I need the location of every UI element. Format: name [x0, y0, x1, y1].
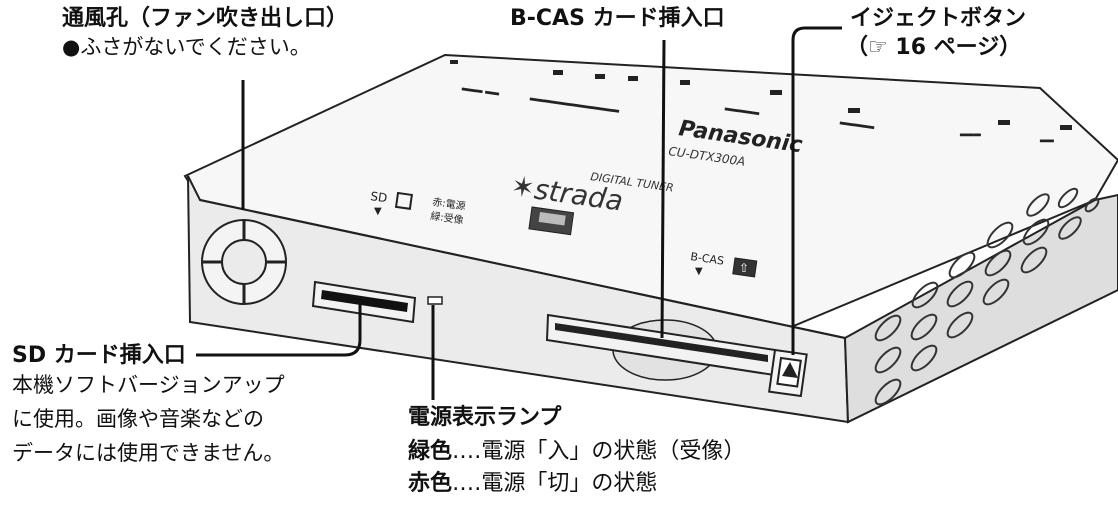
- bcas-card-slot[interactable]: [545, 313, 777, 381]
- eject-callout-title: イジェクトボタン: [850, 6, 1027, 31]
- svg-text:▂▂▂: ▂▂▂: [959, 127, 982, 137]
- sd-card-slot[interactable]: [311, 280, 417, 324]
- sd-callout-title: SD カード挿入口: [12, 343, 186, 368]
- sd-top-label: SD: [370, 189, 389, 205]
- tv-panel-icon: [528, 206, 575, 236]
- leader-lines: [196, 26, 842, 400]
- sd-card-icon: [394, 191, 413, 210]
- sd-callout-desc-line1: 本機ソフトバージョンアップ: [12, 373, 285, 397]
- red-label: 赤色: [408, 471, 453, 496]
- power-lamp-red-line: 赤色‥‥電源「切」の状態: [408, 470, 657, 498]
- green-desc: ‥‥電源「入」の状態（受像）: [452, 439, 746, 464]
- side-vent-slots: [874, 187, 1100, 406]
- bcas-callout-title: B-CAS カード挿入口: [510, 6, 725, 31]
- svg-text:▼: ▼: [695, 266, 703, 277]
- eject-button[interactable]: [768, 348, 808, 398]
- svg-text:▼: ▼: [374, 206, 382, 217]
- bcas-card-icon: [732, 257, 758, 278]
- vent-callout-title: 通風孔（ファン吹き出し口）: [62, 6, 349, 31]
- sd-callout-desc-line3: データには使用できません。: [12, 441, 285, 465]
- device-side-face: [843, 193, 1118, 424]
- sd-callout-desc-line2: に使用。画像や音楽などの: [12, 407, 264, 431]
- bcas-top-label: B-CAS: [690, 250, 725, 268]
- svg-text:⇧: ⇧: [739, 261, 749, 275]
- power-lamp: [427, 296, 443, 305]
- red-desc: ‥‥電源「切」の状態: [452, 471, 658, 496]
- power-lamp-callout-title: 電源表示ランプ: [408, 405, 562, 430]
- eject-callout-ref: （☞ 16 ページ）: [846, 35, 1022, 60]
- svg-text:▂▂: ▂▂: [1039, 133, 1055, 143]
- green-label: 緑色: [408, 439, 453, 464]
- tuner-unit: ▂▂▂ ▂▂ ▂▂▂▂▂▂▂▂▂▂▂▂▂ ▂▂▂▂▂ ▂▂▂▂▂ ▂▂▂ ▂▂ …: [183, 53, 1118, 424]
- vent-callout-note: ●ふさがないでください。: [62, 35, 311, 59]
- power-lamp-green-line: 緑色‥‥電源「入」の状態（受像）: [408, 438, 745, 466]
- vent-fan-port[interactable]: [201, 219, 287, 305]
